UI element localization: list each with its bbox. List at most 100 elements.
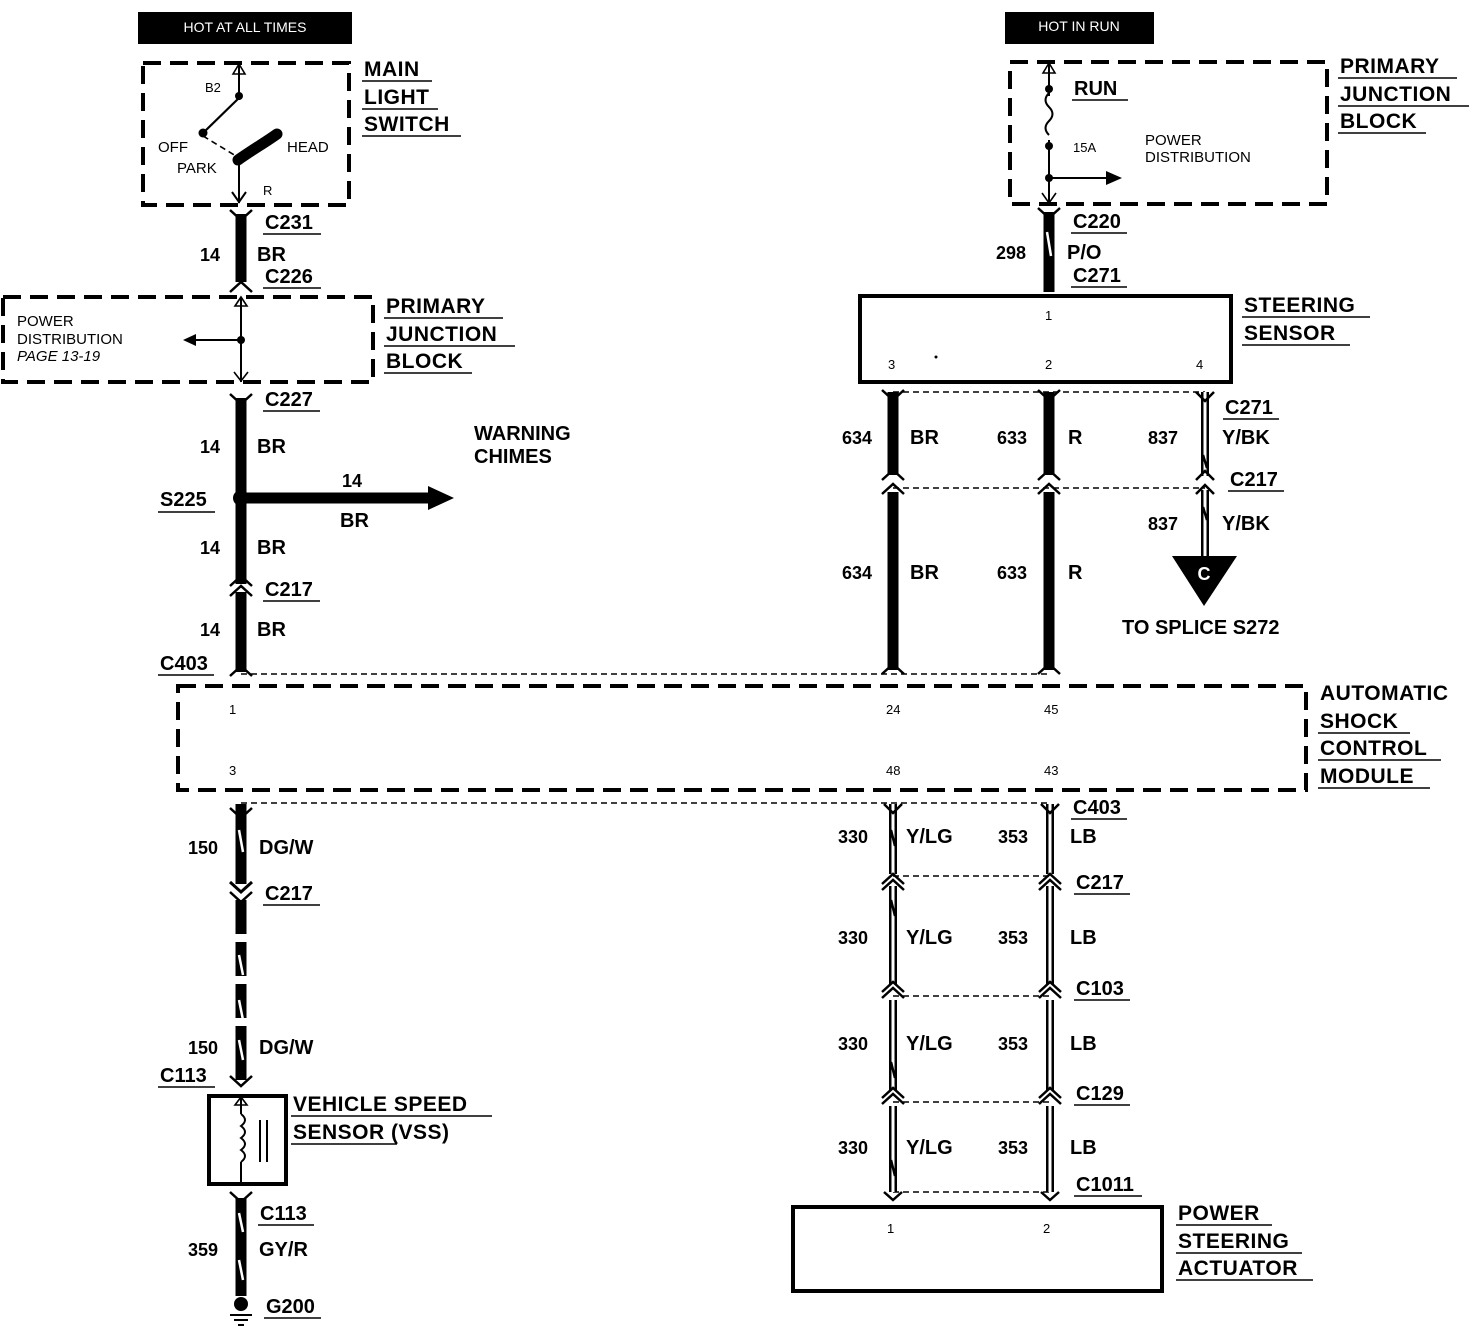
svg-text:Y/BK: Y/BK <box>1222 427 1270 449</box>
connector-c103: C103 <box>1076 978 1124 1000</box>
svg-text:LB: LB <box>1070 927 1097 949</box>
connector-c217-vss: C217 <box>265 883 313 905</box>
svg-text:BR: BR <box>257 436 286 458</box>
svg-text:BR: BR <box>257 244 286 266</box>
svg-text:POWER: POWER <box>17 313 74 330</box>
svg-text:Y/LG: Y/LG <box>906 927 953 949</box>
svg-text:837: 837 <box>1148 428 1178 448</box>
actuator-label-2: STEERING <box>1178 1230 1289 1253</box>
pjb-right-label-2: JUNCTION <box>1340 83 1451 106</box>
svg-text:R: R <box>1068 427 1083 449</box>
svg-text:PAGE 13-19: PAGE 13-19 <box>17 348 101 365</box>
svg-text:Y/BK: Y/BK <box>1222 513 1270 535</box>
svg-text:OFF: OFF <box>158 139 188 156</box>
svg-text:R: R <box>263 183 272 198</box>
svg-text:DISTRIBUTION: DISTRIBUTION <box>17 331 123 348</box>
connector-c220: C220 <box>1073 211 1121 233</box>
svg-text:14: 14 <box>200 620 220 640</box>
svg-text:BR: BR <box>257 619 286 641</box>
wire-150-dg-w-b <box>235 1036 247 1080</box>
svg-text:BR: BR <box>340 510 369 532</box>
svg-text:B2: B2 <box>205 80 221 95</box>
pjb-left-label-3: BLOCK <box>386 350 463 373</box>
main-light-switch-label-3: SWITCH <box>364 113 450 136</box>
svg-text:298: 298 <box>996 243 1026 263</box>
svg-text:14: 14 <box>200 538 220 558</box>
svg-text:633: 633 <box>997 563 1027 583</box>
connector-c1011: C1011 <box>1076 1174 1134 1196</box>
main-light-switch-label-1: MAIN <box>364 58 420 81</box>
svg-text:353: 353 <box>998 1138 1028 1158</box>
connector-c217-lower: C217 <box>1076 872 1124 894</box>
svg-text:2: 2 <box>1045 357 1052 372</box>
banner-hot-in-run: HOT IN RUN <box>1005 12 1154 44</box>
primary-junction-block-left: POWER DISTRIBUTION PAGE 13-19 <box>1 295 375 384</box>
svg-text:Y/LG: Y/LG <box>906 1137 953 1159</box>
connector-c403-left: C403 <box>160 653 208 675</box>
svg-text:353: 353 <box>998 1034 1028 1054</box>
svg-text:HOT AT ALL TIMES: HOT AT ALL TIMES <box>184 19 307 35</box>
svg-text:DG/W: DG/W <box>259 837 314 859</box>
banner-hot-at-all-times: HOT AT ALL TIMES <box>138 12 352 44</box>
connector-c231: C231 <box>265 212 313 234</box>
wire-298-p-o <box>1043 212 1055 292</box>
svg-text:837: 837 <box>1148 514 1178 534</box>
pjb-right-label-1: PRIMARY <box>1340 55 1440 78</box>
connector-c403-right: C403 <box>1073 797 1121 819</box>
connector-c271-top: C271 <box>1073 265 1121 287</box>
svg-text:2: 2 <box>1043 1221 1050 1236</box>
svg-text:POWER: POWER <box>1145 132 1202 149</box>
vss-label-2: SENSOR (VSS) <box>293 1121 450 1144</box>
primary-junction-block-right: RUN 15A POWER DISTRIBUTION <box>1008 60 1329 206</box>
connector-c217-left: C217 <box>265 579 313 601</box>
automatic-shock-control-module: 1 24 45 3 48 43 <box>176 684 1308 792</box>
wire-837-y-bk-b <box>1201 490 1209 560</box>
svg-text:Y/LG: Y/LG <box>906 1033 953 1055</box>
svg-text:HOT IN RUN: HOT IN RUN <box>1038 18 1119 34</box>
connector-c129: C129 <box>1076 1083 1124 1105</box>
warning-chimes-label-1: WARNING <box>474 423 571 445</box>
connector-c226: C226 <box>265 266 313 288</box>
main-light-switch-label-2: LIGHT <box>364 86 430 109</box>
svg-text:GY/R: GY/R <box>259 1239 308 1261</box>
svg-text:R: R <box>1068 562 1083 584</box>
ground-g200: G200 <box>266 1296 315 1318</box>
svg-text:1: 1 <box>1045 308 1052 323</box>
svg-text:24: 24 <box>886 702 900 717</box>
shock-module-label-4: MODULE <box>1320 765 1414 788</box>
vss-label-1: VEHICLE SPEED <box>293 1093 468 1116</box>
svg-text:14: 14 <box>200 245 220 265</box>
svg-text:BR: BR <box>910 427 939 449</box>
connector-c227: C227 <box>265 389 313 411</box>
svg-text:4: 4 <box>1196 357 1203 372</box>
svg-text:3: 3 <box>888 357 895 372</box>
svg-text:BR: BR <box>910 562 939 584</box>
svg-text:LB: LB <box>1070 1033 1097 1055</box>
ground-g200-icon <box>230 1297 252 1326</box>
svg-text:1: 1 <box>887 1221 894 1236</box>
svg-text:BR: BR <box>257 537 286 559</box>
power-steering-actuator: 1 2 <box>791 1205 1164 1293</box>
svg-text:C: C <box>1198 564 1211 584</box>
warning-chimes-label-2: CHIMES <box>474 446 552 468</box>
wire-330-y-lg-4 <box>889 1106 897 1192</box>
svg-text:PARK: PARK <box>177 160 217 177</box>
svg-text:14: 14 <box>342 471 362 491</box>
connector-c113-top: C113 <box>160 1065 207 1087</box>
svg-text:330: 330 <box>838 1138 868 1158</box>
to-splice-label: TO SPLICE S272 <box>1122 617 1279 639</box>
svg-text:330: 330 <box>838 928 868 948</box>
svg-text:359: 359 <box>188 1240 218 1260</box>
shock-module-label-1: AUTOMATIC <box>1320 682 1449 705</box>
svg-text:P/O: P/O <box>1067 242 1101 264</box>
connector-c217-right: C217 <box>1230 469 1278 491</box>
actuator-label-3: ACTUATOR <box>1178 1257 1298 1280</box>
svg-text:330: 330 <box>838 827 868 847</box>
svg-text:45: 45 <box>1044 702 1058 717</box>
shock-module-label-2: SHOCK <box>1320 710 1398 733</box>
svg-text:1: 1 <box>229 702 236 717</box>
svg-text:634: 634 <box>842 563 872 583</box>
svg-text:150: 150 <box>188 838 218 858</box>
connector-c271-right: C271 <box>1225 397 1273 419</box>
